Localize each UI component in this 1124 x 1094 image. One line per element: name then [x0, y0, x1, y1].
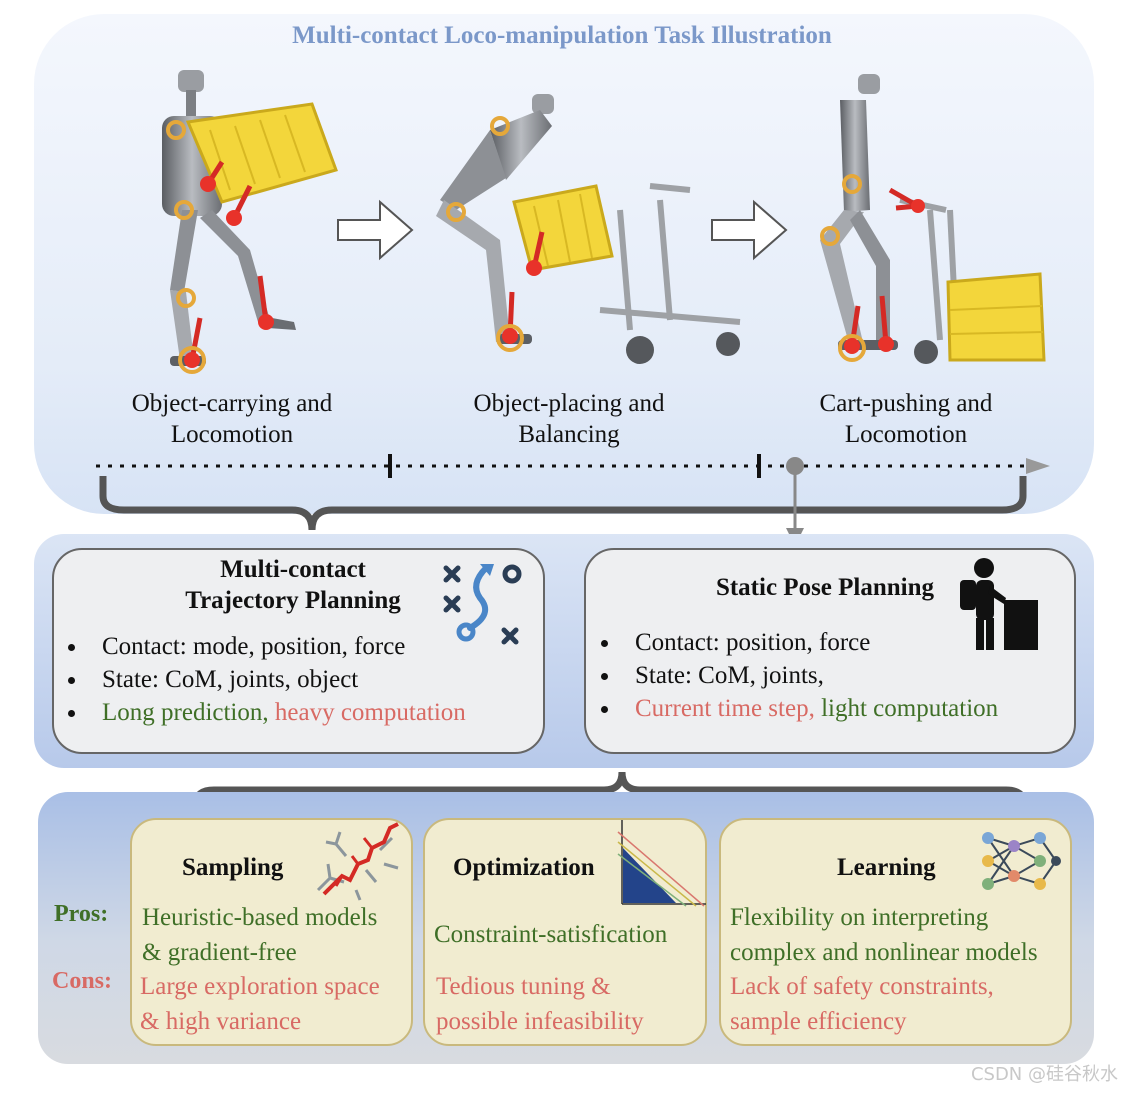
pros-label: Pros:: [54, 901, 109, 927]
pro-line: Heuristic-based models: [142, 904, 378, 931]
stage-label-line: Cart-pushing and: [819, 390, 993, 417]
basket-3: [946, 272, 1046, 362]
con-line: Lack of safety constraints,: [730, 973, 994, 1000]
con-line: & high variance: [140, 1008, 302, 1035]
timeline-arrowhead-icon: [1026, 458, 1050, 474]
basket-1-slats: [209, 114, 306, 191]
bullet-item: Contact: mode, position, force: [56, 630, 536, 663]
cart-2-wheel: [626, 336, 654, 364]
sampling-cons: Large exploration space & high variance: [140, 969, 380, 1039]
neural-network-icon: [982, 832, 1061, 890]
timeline: [96, 454, 1050, 546]
cart-2: [599, 183, 741, 331]
card-title-line: Trajectory Planning: [185, 587, 401, 614]
optimization-title: Optimization: [453, 854, 595, 881]
trajectory-planning-card: [52, 548, 545, 754]
con-line: Tedious tuning &: [436, 973, 611, 1000]
pro-line: & gradient-free: [142, 939, 297, 966]
figure-title: Multi-contact Loco-manipulation Task Ill…: [292, 22, 832, 49]
learning-pros: Flexibility on interpreting complex and …: [730, 900, 1038, 970]
stage-label-line: Locomotion: [844, 421, 968, 448]
basket-2: [512, 184, 614, 272]
stage-label-line: Object-carrying and: [131, 390, 333, 417]
cart-3-wheel: [914, 340, 938, 364]
sampling-card: [130, 818, 413, 1046]
stage-label-pushing: Cart-pushing and Locomotion: [756, 388, 1056, 450]
con-line: Large exploration space: [140, 973, 380, 1000]
watermark: CSDN @硅谷秋水: [970, 1064, 1118, 1085]
stage-label-line: Locomotion: [170, 421, 294, 448]
optimization-card: [423, 818, 707, 1046]
sampling-tree-icon: [316, 822, 399, 901]
cons-label: Cons:: [52, 968, 113, 994]
bullet-item: State: CoM, joints, object: [56, 663, 536, 696]
arrow-right-icon: [337, 199, 414, 261]
pro-text: light computation: [821, 695, 999, 722]
methods-brace: [192, 771, 1028, 814]
contact-forces-3: [820, 174, 925, 362]
learning-card: [719, 818, 1072, 1046]
bullet-item: Contact: position, force: [589, 626, 1069, 659]
card-title-line: Multi-contact: [220, 556, 366, 583]
learning-title: Learning: [837, 854, 936, 881]
con-text: Current time step,: [635, 695, 815, 722]
trajectory-bullets: Contact: mode, position, force State: Co…: [56, 630, 536, 729]
sampling-pros: Heuristic-based models & gradient-free: [142, 900, 377, 970]
bullet-item: State: CoM, joints,: [589, 659, 1069, 692]
static-pose-bullets: Contact: position, force State: CoM, joi…: [589, 626, 1069, 725]
con-line: sample efficiency: [730, 1008, 907, 1035]
pro-line: Flexibility on interpreting: [730, 904, 989, 931]
feasible-region-icon: [617, 820, 706, 907]
pro-line: complex and nonlinear models: [730, 939, 1038, 966]
con-text: heavy computation: [274, 699, 466, 726]
sampling-title: Sampling: [182, 854, 284, 881]
stage-label-carrying: Object-carrying and Locomotion: [82, 388, 382, 450]
trajectory-route-icon: [443, 564, 522, 645]
contact-forces-1: [166, 120, 274, 374]
learning-cons: Lack of safety constraints, sample effic…: [730, 969, 994, 1039]
bullet-item: Long prediction, heavy computation: [56, 696, 536, 729]
stage-label-placing: Object-placing and Balancing: [419, 388, 719, 450]
timeline-current-marker: [786, 457, 804, 475]
cart-2-wheel: [716, 332, 740, 356]
pro-text: Long prediction,: [102, 699, 269, 726]
robot-illustrations: [162, 70, 1046, 374]
static-pose-planning-title: Static Pose Planning: [715, 574, 935, 601]
con-line: possible infeasibility: [436, 1008, 644, 1035]
person-pushing-box-icon: [960, 558, 1038, 650]
trajectory-planning-title: Multi-contact Trajectory Planning: [150, 554, 436, 616]
static-pose-planning-card: [584, 548, 1076, 754]
arrow-right-icon: [711, 199, 788, 261]
optimization-pros: Constraint-satisfication: [434, 921, 668, 948]
optimization-cons: Tedious tuning & possible infeasibility: [436, 969, 644, 1039]
stage-label-line: Object-placing and: [473, 390, 665, 417]
bullet-item: Current time step, light computation: [589, 692, 1069, 725]
contact-forces-2: [446, 116, 545, 352]
stage-label-line: Balancing: [518, 421, 620, 448]
trajectory-brace: [99, 476, 1027, 531]
